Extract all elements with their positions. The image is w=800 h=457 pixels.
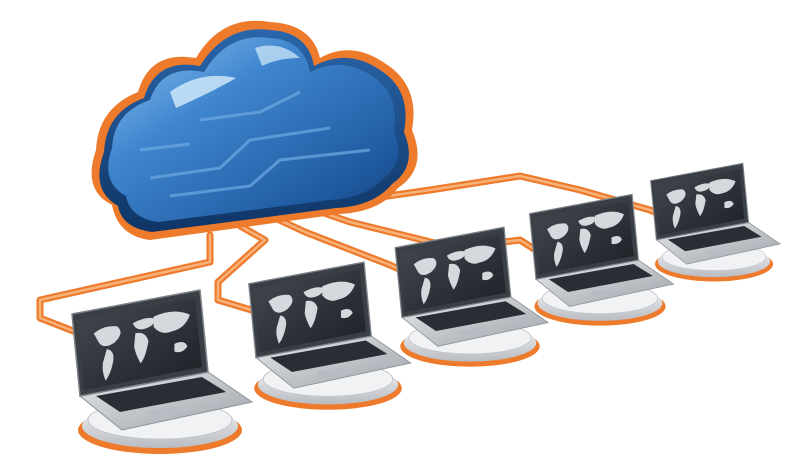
cloud-icon (91, 20, 418, 241)
network-cables (36, 172, 672, 340)
